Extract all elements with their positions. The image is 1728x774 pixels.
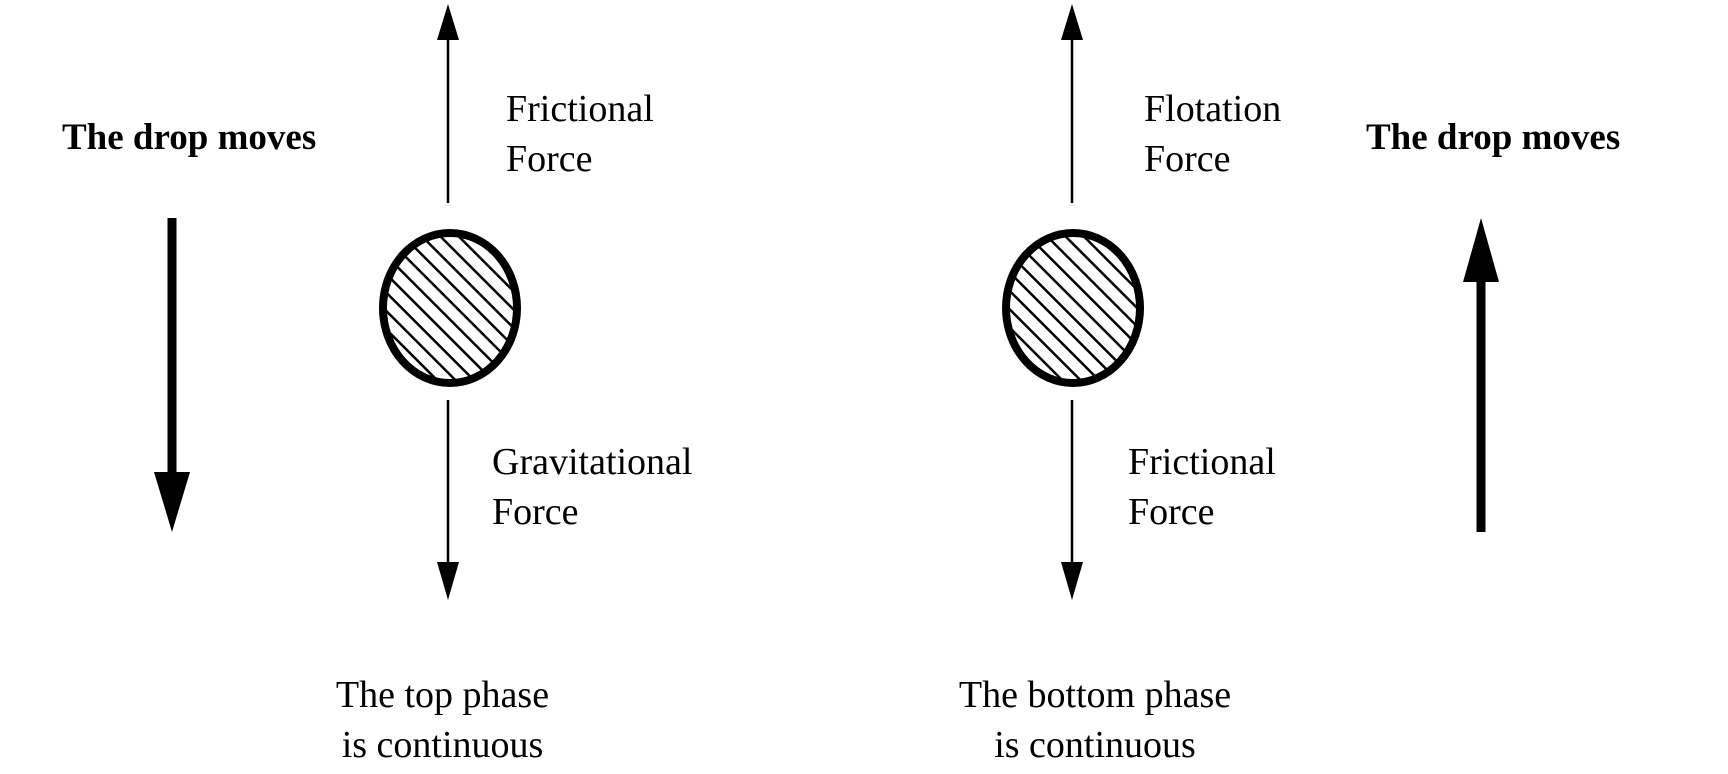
right-drop-circle bbox=[1002, 229, 1144, 387]
right-caption-line1: The bottom phase bbox=[958, 674, 1232, 716]
left-force-up-line2: Force bbox=[506, 138, 593, 180]
right-force-down-line1: Frictional bbox=[1128, 441, 1276, 483]
right-motion-arrow-up bbox=[1463, 218, 1499, 532]
right-force-arrow-up bbox=[1061, 4, 1083, 203]
right-force-up-label: Flotation Force bbox=[1144, 84, 1281, 184]
left-force-down-label: Gravitational Force bbox=[492, 437, 692, 537]
left-motion-label: The drop moves bbox=[62, 117, 317, 158]
left-caption: The top phase is continuous bbox=[300, 670, 585, 770]
right-force-up-line1: Flotation bbox=[1144, 88, 1282, 130]
right-force-down-line2: Force bbox=[1128, 491, 1215, 533]
left-caption-line2: is continuous bbox=[341, 724, 544, 766]
right-caption-line2: is continuous bbox=[994, 724, 1196, 766]
right-motion-label: The drop moves bbox=[1366, 117, 1621, 158]
left-force-arrow-down bbox=[437, 400, 459, 600]
left-caption-line1: The top phase bbox=[335, 674, 550, 716]
left-force-down-line2: Force bbox=[492, 491, 579, 533]
left-drop-circle bbox=[379, 229, 521, 387]
right-force-down-label: Frictional Force bbox=[1128, 437, 1276, 537]
right-caption: The bottom phase is continuous bbox=[930, 670, 1260, 770]
right-force-arrow-down bbox=[1061, 400, 1083, 600]
right-force-up-line2: Force bbox=[1144, 138, 1231, 180]
left-force-down-line1: Gravitational bbox=[492, 441, 693, 483]
right-panel-graphics bbox=[1002, 4, 1499, 600]
left-force-up-label: Frictional Force bbox=[506, 84, 654, 184]
left-force-up-line1: Frictional bbox=[506, 88, 654, 130]
left-motion-arrow-down bbox=[154, 218, 190, 532]
left-panel-graphics bbox=[154, 4, 521, 600]
left-force-arrow-up bbox=[437, 4, 459, 203]
